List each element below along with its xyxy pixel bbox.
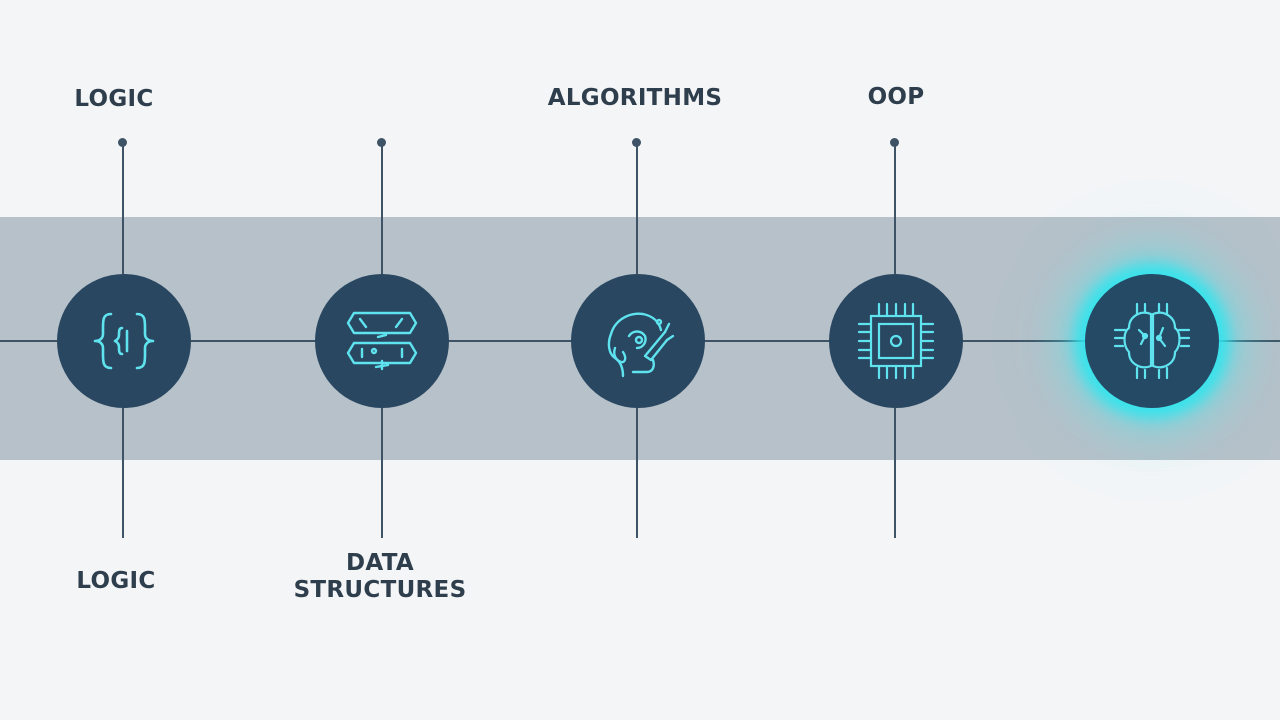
label-bottom-logic: LOGIC — [76, 568, 156, 594]
connector-top-2 — [381, 142, 383, 274]
connector-top-4 — [894, 142, 896, 274]
connector-bottom-2 — [381, 408, 383, 538]
pin-1 — [118, 138, 127, 147]
label-bottom-data-structures-line1: DATA — [345, 550, 414, 576]
connector-bottom-4 — [894, 408, 896, 538]
connector-top-3 — [636, 142, 638, 274]
label-top-oop: OOP — [867, 84, 925, 110]
node-oop[interactable] — [829, 274, 963, 408]
ai-brain-chip-icon — [1113, 302, 1191, 380]
connector-top-1 — [122, 142, 124, 274]
label-top-algorithms: ALGORITHMS — [547, 85, 723, 111]
node-logic[interactable] — [57, 274, 191, 408]
node-algorithms[interactable] — [571, 274, 705, 408]
data-blocks-icon — [346, 311, 418, 371]
connector-bottom-1 — [122, 408, 124, 538]
chip-icon — [857, 302, 935, 380]
connector-bottom-3 — [636, 408, 638, 538]
pin-4 — [890, 138, 899, 147]
label-bottom-data-structures-line2: STRUCTURES — [293, 577, 467, 603]
node-data-structures[interactable] — [315, 274, 449, 408]
label-top-logic: LOGIC — [74, 86, 154, 112]
head-profile-icon — [607, 312, 675, 378]
curly-braces-icon — [93, 312, 155, 370]
pin-2 — [377, 138, 386, 147]
pin-3 — [632, 138, 641, 147]
node-ai-highlighted[interactable] — [1085, 274, 1219, 408]
